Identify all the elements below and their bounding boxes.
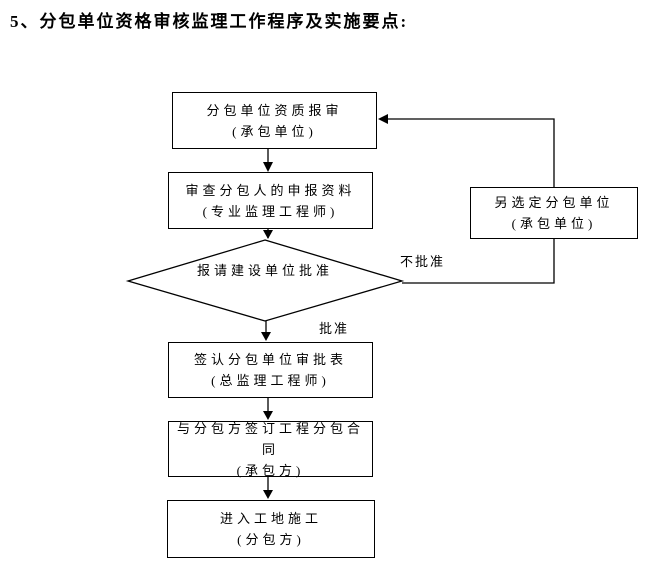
flow-node-sign-approval-form: 签认分包单位审批表 (总监理工程师) (168, 342, 373, 398)
node-text-line2: (承包单位) (511, 216, 597, 231)
node-text-line1: 签认分包单位审批表 (193, 352, 347, 367)
node-text-line1: 另选定分包单位 (494, 195, 614, 210)
node-text-line2: (总监理工程师) (211, 373, 330, 388)
flow-node-review-materials: 审查分包人的申报资料 (专业监理工程师) (168, 172, 373, 229)
edge-label-reject: 不批准 (400, 254, 446, 269)
arrowhead-down-icon (263, 230, 273, 239)
node-text-line2: (分包方) (237, 532, 305, 547)
node-text-line1: 进入工地施工 (219, 511, 322, 526)
flow-node-reselect-subcontractor: 另选定分包单位 (承包单位) (470, 187, 638, 239)
flow-node-submit-qualification: 分包单位资质报审 (承包单位) (172, 92, 377, 149)
edge-decision-reselect (402, 238, 555, 284)
edge-label-approve: 批准 (319, 321, 350, 336)
node-text-line2: (专业监理工程师) (202, 203, 339, 219)
arrowhead-down-icon (261, 332, 271, 341)
arrowhead-down-icon (263, 411, 273, 420)
flow-node-decision-label: 报请建设单位批准 (196, 263, 333, 278)
arrowhead-left-icon (378, 114, 388, 124)
arrowhead-down-icon (263, 162, 273, 172)
node-text-line1: 审查分包人的申报资料 (185, 182, 356, 198)
node-text-line1: 与分包方签订工程分包合同 (176, 420, 364, 457)
node-text-line2: (承包单位) (232, 123, 317, 139)
flow-node-sign-contract: 与分包方签订工程分包合同 (承包方) (168, 420, 373, 478)
arrowhead-down-icon (263, 490, 273, 499)
flow-node-enter-site: 进入工地施工 (分包方) (167, 500, 375, 558)
page-title: 5、分包单位资格审核监理工作程序及实施要点: (10, 12, 409, 31)
edge-reselect-submit (380, 118, 555, 187)
decision-diamond-shape (125, 239, 405, 322)
node-text-line2: (承包方) (236, 462, 305, 478)
node-text-line1: 分包单位资质报审 (206, 102, 343, 118)
